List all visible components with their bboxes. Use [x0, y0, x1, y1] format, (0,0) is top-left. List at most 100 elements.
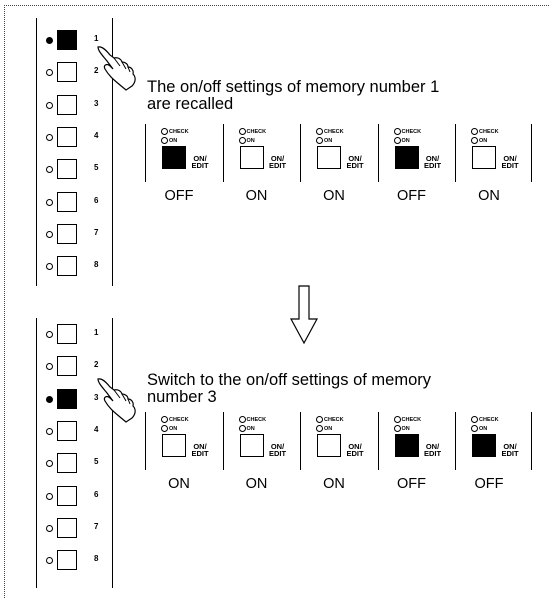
on-edit-button[interactable] [162, 146, 186, 169]
memory-button[interactable] [57, 191, 77, 212]
on-label: ON [479, 426, 488, 432]
on-edit-button[interactable] [317, 434, 341, 457]
on-edit-label-line1: ON/ [503, 442, 517, 451]
memory-number: 5 [94, 457, 99, 467]
memory-button[interactable] [57, 256, 77, 277]
on-edit-label-line2: EDIT [501, 161, 519, 170]
heading-bottom: Switch to the on/off settings of memory … [147, 372, 431, 406]
on-edit-label-line1: ON/ [270, 442, 285, 451]
channel-state-label: ON [323, 188, 345, 204]
memory-led [46, 69, 53, 77]
memory-button[interactable] [57, 126, 77, 147]
heading-bottom-line2: number 3 [147, 388, 217, 406]
memory-button[interactable] [57, 324, 77, 344]
memory-led [46, 263, 53, 271]
memory-row: 3 [36, 388, 116, 411]
check-led [238, 416, 246, 423]
on-led [161, 425, 168, 432]
check-led [471, 128, 478, 135]
memory-button[interactable] [57, 30, 77, 50]
check-label: CHECK [169, 129, 189, 135]
memory-button[interactable] [57, 485, 77, 506]
on-label: ON [169, 138, 178, 144]
channel-state-label: ON [478, 188, 500, 204]
memory-row: 2 [36, 356, 116, 378]
check-label: CHECK [479, 417, 499, 423]
on-led [393, 425, 401, 432]
memory-number: 5 [94, 163, 99, 173]
on-edit-label-line1: ON/ [503, 154, 517, 163]
channel-state-label: OFF [397, 476, 426, 492]
check-label: CHECK [324, 417, 344, 423]
on-edit-button[interactable] [239, 434, 264, 457]
memory-button[interactable] [57, 94, 77, 115]
channel-divider [455, 124, 456, 182]
memory-led [46, 133, 53, 141]
on-edit-button[interactable] [239, 146, 264, 169]
memory-number: 8 [94, 554, 99, 564]
channel-state-label: OFF [164, 188, 194, 204]
memory-led [46, 331, 53, 338]
memory-number: 7 [94, 227, 99, 237]
memory-button[interactable] [57, 388, 77, 409]
memory-row: 8 [36, 256, 116, 278]
memory-button[interactable] [57, 453, 77, 474]
on-edit-button[interactable] [472, 434, 496, 457]
memory-number: 1 [94, 34, 99, 43]
memory-led [46, 101, 53, 109]
check-label: CHECK [479, 129, 499, 135]
memory-row: 5 [36, 453, 116, 475]
on-edit-label-line1: ON/ [348, 154, 362, 163]
on-edit-button[interactable] [394, 146, 419, 169]
check-led [393, 128, 401, 135]
on-edit-label-line1: ON/ [193, 154, 207, 163]
check-led [316, 416, 323, 423]
memory-led [46, 427, 53, 435]
on-edit-label: ON/EDIT [421, 442, 445, 458]
on-edit-label-line2: EDIT [191, 449, 209, 458]
memory-button[interactable] [57, 159, 77, 180]
channel-state-label: OFF [474, 476, 504, 492]
check-led [161, 128, 168, 135]
memory-button[interactable] [57, 223, 77, 244]
on-edit-label-line2: EDIT [268, 449, 287, 458]
on-led [238, 137, 246, 144]
on-label: ON [169, 426, 178, 432]
memory-button[interactable] [57, 550, 77, 571]
channel-divider [377, 124, 379, 182]
heading-bottom-line1: Switch to the on/off settings of memory [147, 371, 431, 389]
memory-number: 4 [94, 130, 99, 140]
memory-led [46, 492, 53, 500]
on-label: ON [479, 138, 488, 144]
on-edit-button[interactable] [472, 146, 496, 169]
check-label: CHECK [246, 417, 267, 423]
memory-number: 3 [94, 98, 99, 108]
memory-row: 7 [36, 517, 116, 540]
memory-row: 8 [36, 550, 116, 572]
memory-led [46, 524, 53, 532]
down-arrow-icon [290, 285, 318, 345]
memory-led [46, 37, 53, 44]
pointing-hand-icon [97, 378, 136, 423]
on-edit-label-line2: EDIT [268, 161, 287, 170]
memory-button[interactable] [57, 62, 77, 83]
memory-button[interactable] [57, 420, 77, 441]
memory-row: 4 [36, 126, 116, 149]
check-label: CHECK [169, 417, 189, 423]
heading-top: The on/off settings of memory number 1 a… [147, 79, 439, 113]
memory-number: 6 [94, 489, 99, 499]
on-edit-button[interactable] [317, 146, 341, 169]
on-edit-button[interactable] [162, 434, 186, 457]
memory-button[interactable] [57, 517, 77, 538]
on-edit-label-line1: ON/ [425, 442, 440, 451]
heading-top-line2: are recalled [147, 95, 234, 113]
on-edit-button[interactable] [394, 434, 419, 457]
memory-button[interactable] [57, 356, 77, 377]
check-label: CHECK [401, 129, 422, 135]
channel-divider [300, 412, 301, 470]
memory-row: 3 [36, 94, 116, 117]
on-edit-label-line2: EDIT [423, 161, 442, 170]
